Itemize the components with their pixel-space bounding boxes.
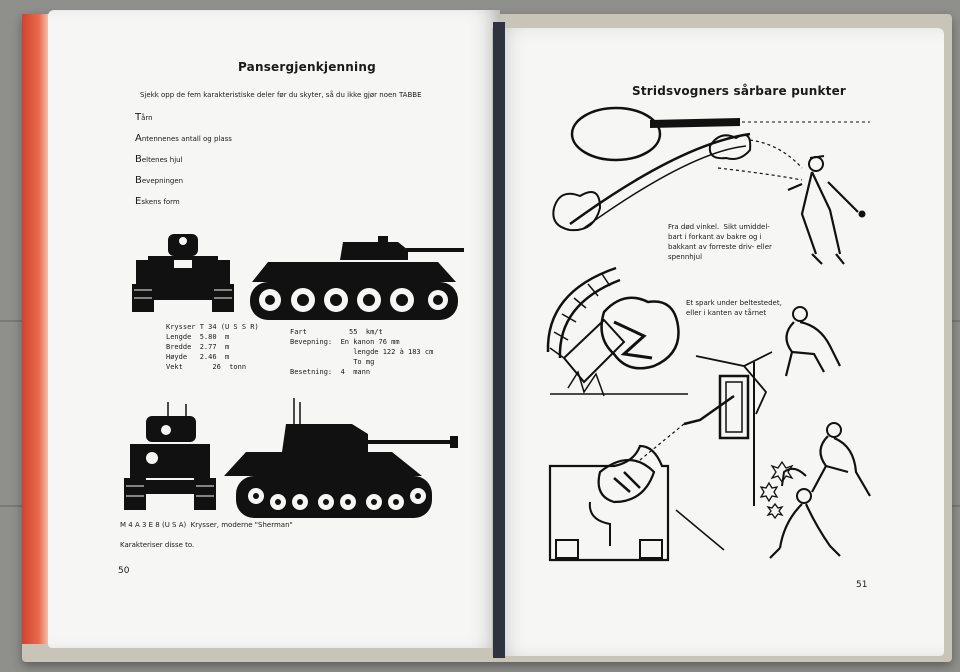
- question-text: Karakteriser disse to.: [120, 541, 195, 549]
- close-combat-illustration: [548, 306, 871, 562]
- tabbe-item: Tårn: [135, 112, 153, 123]
- left-page-title: Pansergjenkjenning: [238, 60, 376, 74]
- right-page-title: Stridsvogners sårbare punkter: [632, 84, 847, 98]
- t34-side-illustration: [250, 236, 464, 320]
- t34-specs-right: Fart 55 km/t Bevepning: En kanon 76 mm l…: [290, 328, 434, 376]
- caption-dead-angle: Fra død vinkel. Sikt umiddel- bart i for…: [668, 223, 772, 261]
- t34-front-illustration: [132, 234, 234, 312]
- page-number-left: 50: [118, 566, 130, 576]
- right-page: [492, 28, 944, 656]
- tabbe-item: Beltenes hjul: [135, 154, 183, 165]
- t34-specs-left: Krysser T 34 (U S S R) Lengde 5.80 m Bre…: [166, 323, 259, 371]
- tabbe-item: Eskens form: [135, 196, 180, 207]
- book-spine: [22, 14, 50, 644]
- soldier-throwing-illustration: [552, 106, 870, 265]
- sherman-front-illustration: [124, 402, 216, 510]
- tabbe-list: Tårn Antennenes antall og plass Beltenes…: [135, 112, 232, 217]
- sherman-caption: M 4 A 3 E 8 (U S A) Krysser, moderne "Sh…: [120, 521, 293, 529]
- book-gutter: [493, 22, 505, 658]
- tabbe-item: Antennenes antall og plass: [135, 133, 232, 144]
- tank-explosion-illustration: [546, 266, 688, 397]
- tabbe-item: Bevepningen: [135, 175, 184, 186]
- page-number-right: 51: [856, 580, 868, 590]
- left-page: [48, 10, 500, 648]
- sherman-side-illustration: [224, 398, 458, 518]
- caption-kick: Et spark under beltestedet, eller i kant…: [686, 299, 782, 317]
- left-page-subtitle: Sjekk opp de fem karakteristiske deler f…: [140, 91, 422, 99]
